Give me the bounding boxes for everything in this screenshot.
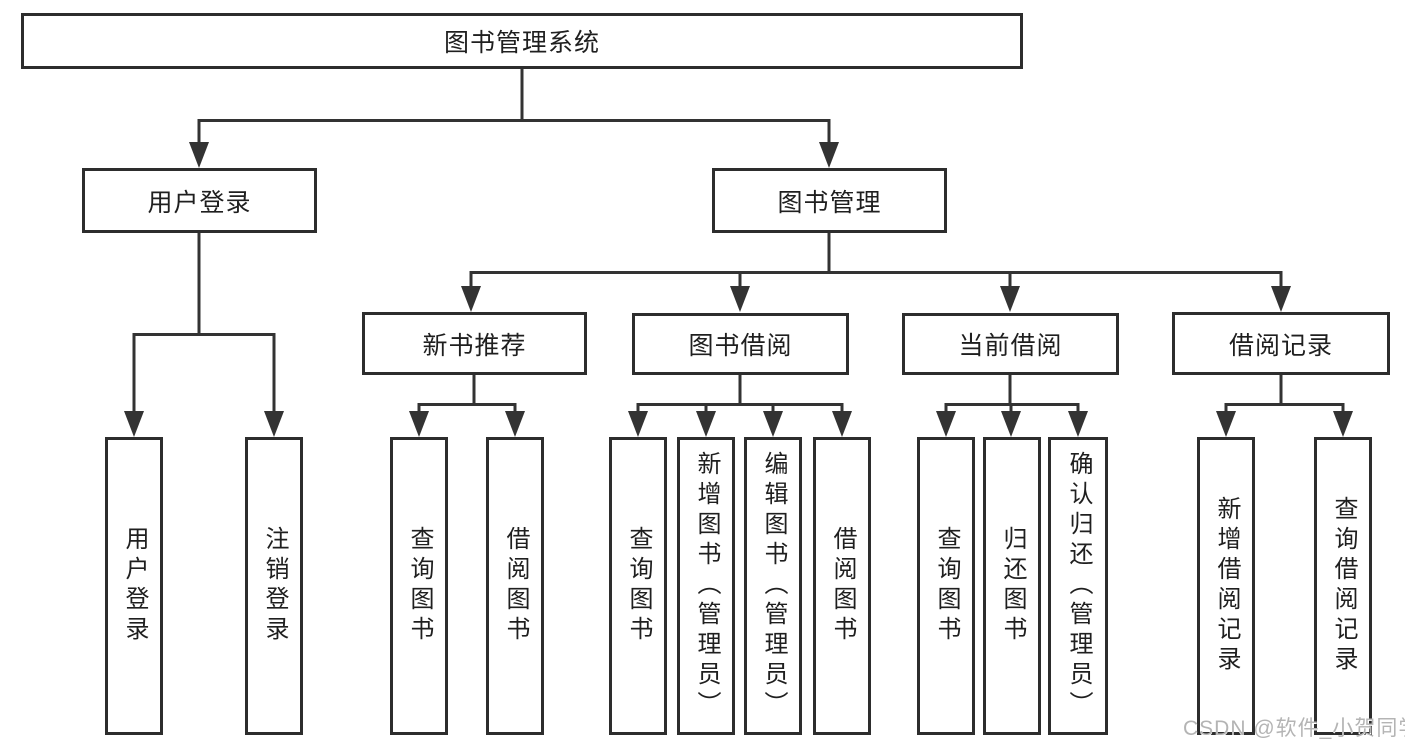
leaf-query-borrow-record: 查询借阅记录	[1314, 437, 1372, 735]
leaf-label: 查询图书	[625, 526, 652, 646]
arrow-down-icon	[730, 286, 750, 312]
leaf-query-books-current: 查询图书	[917, 437, 975, 735]
arrow-down-icon	[696, 411, 716, 437]
node-label: 图书管理系统	[443, 29, 600, 57]
arrow-down-icon	[1068, 411, 1088, 437]
leaf-label: 用户登录	[121, 526, 148, 646]
leaf-label: 归还图书	[999, 526, 1026, 646]
leaf-label: 新增图书（管理员）	[693, 451, 720, 721]
node-book-borrowing: 图书借阅	[632, 313, 849, 375]
arrow-down-icon	[628, 411, 648, 437]
leaf-borrow-books-borrowing: 借阅图书	[813, 437, 871, 735]
arrow-down-icon	[832, 411, 852, 437]
arrow-down-icon	[936, 411, 956, 437]
node-label: 用户登录	[147, 188, 252, 217]
leaf-label: 确认归还（管理员）	[1065, 451, 1092, 721]
arrow-down-icon	[819, 142, 839, 168]
csdn-watermark: CSDN @软件_小贺同学	[1183, 717, 1405, 740]
leaf-confirm-return-admin: 确认归还（管理员）	[1048, 437, 1108, 735]
leaf-query-books-borrowing: 查询图书	[609, 437, 667, 735]
node-label: 当前借阅	[958, 332, 1063, 360]
leaf-label: 新增借阅记录	[1213, 496, 1240, 676]
leaf-add-borrow-record: 新增借阅记录	[1197, 437, 1255, 735]
leaf-add-book-admin: 新增图书（管理员）	[677, 437, 735, 735]
arrow-down-icon	[409, 411, 429, 437]
arrow-down-icon	[763, 411, 783, 437]
node-label: 借阅记录	[1228, 331, 1333, 360]
leaf-query-books-recommend: 查询图书	[390, 437, 448, 735]
leaf-label: 借阅图书	[502, 526, 529, 646]
node-borrowing-records: 借阅记录	[1172, 312, 1390, 375]
leaf-label: 编辑图书（管理员）	[760, 451, 787, 721]
arrow-down-icon	[1271, 286, 1291, 312]
node-user-login: 用户登录	[82, 168, 317, 233]
node-book-management: 图书管理	[712, 168, 947, 233]
leaf-label: 查询借阅记录	[1330, 496, 1357, 676]
arrow-down-icon	[189, 142, 209, 168]
node-label: 新书推荐	[422, 331, 527, 360]
leaf-edit-book-admin: 编辑图书（管理员）	[744, 437, 802, 735]
arrow-down-icon	[461, 286, 481, 312]
node-label: 图书管理	[777, 188, 882, 217]
leaf-label: 注销登录	[261, 526, 288, 646]
leaf-borrow-books-recommend: 借阅图书	[486, 437, 544, 735]
arrow-down-icon	[264, 411, 284, 437]
arrow-down-icon	[124, 411, 144, 437]
leaf-label: 查询图书	[933, 526, 960, 646]
leaf-label: 借阅图书	[829, 526, 856, 646]
leaf-label: 查询图书	[406, 526, 433, 646]
node-library-management-system: 图书管理系统	[21, 13, 1023, 69]
arrow-down-icon	[1001, 411, 1021, 437]
arrow-down-icon	[1000, 286, 1020, 312]
node-new-book-recommend: 新书推荐	[362, 312, 587, 375]
arrow-down-icon	[505, 411, 525, 437]
arrow-down-icon	[1216, 411, 1236, 437]
node-current-borrowing: 当前借阅	[902, 313, 1119, 375]
arrow-down-icon	[1333, 411, 1353, 437]
node-label: 图书借阅	[688, 332, 793, 360]
leaf-return-book: 归还图书	[983, 437, 1041, 735]
leaf-user-login: 用户登录	[105, 437, 163, 735]
leaf-logout: 注销登录	[245, 437, 303, 735]
